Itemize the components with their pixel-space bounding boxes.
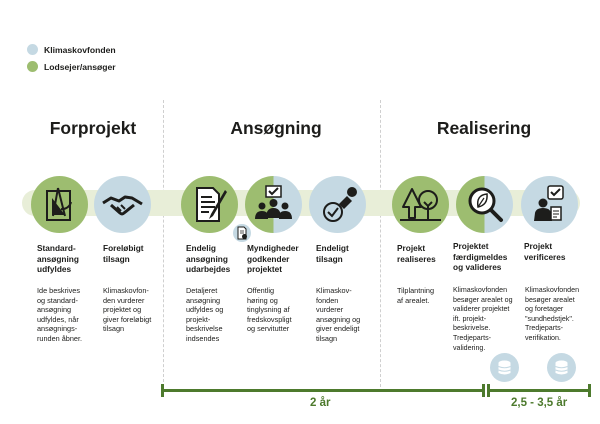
timeline-bar-ansogning: [161, 389, 485, 392]
legend-label: Klimaskovfonden: [44, 44, 116, 55]
stamp-icon: [309, 176, 366, 233]
legend: Klimaskovfonden Lodsejer/ansøger: [27, 41, 116, 75]
timeline-tick: [588, 384, 591, 397]
legend-item-lodsejer: Lodsejer/ansøger: [27, 58, 116, 75]
ruler-compass-icon: [31, 176, 88, 233]
duration-label: 2,5 - 3,5 år: [511, 397, 568, 409]
handshake-icon: [94, 176, 151, 233]
phase-title-ansogning: Ansøgning: [230, 118, 322, 138]
duration-label: 2 år: [310, 397, 331, 409]
coin-stack-icon: [547, 353, 576, 382]
timeline-tick: [482, 384, 485, 397]
phase-divider: [163, 100, 164, 392]
legend-swatch-green: [27, 61, 38, 72]
timeline-bar-realisering: [487, 389, 591, 392]
legend-item-klimaskovfonden: Klimaskovfonden: [27, 41, 116, 58]
magnifier-leaf-icon: [456, 176, 513, 233]
trees-icon: [392, 176, 449, 233]
legend-swatch-blue: [27, 44, 38, 55]
legend-label: Lodsejer/ansøger: [44, 61, 116, 72]
phase-divider: [380, 100, 381, 392]
document-pen-icon: [181, 176, 238, 233]
person-checklist-icon: [521, 176, 578, 233]
document-check-icon: [233, 224, 251, 242]
coin-stack-icon: [490, 353, 519, 382]
phase-title-realisering: Realisering: [436, 118, 532, 138]
phase-title-forprojekt: Forprojekt: [49, 118, 137, 138]
group-approval-icon: [245, 176, 302, 233]
